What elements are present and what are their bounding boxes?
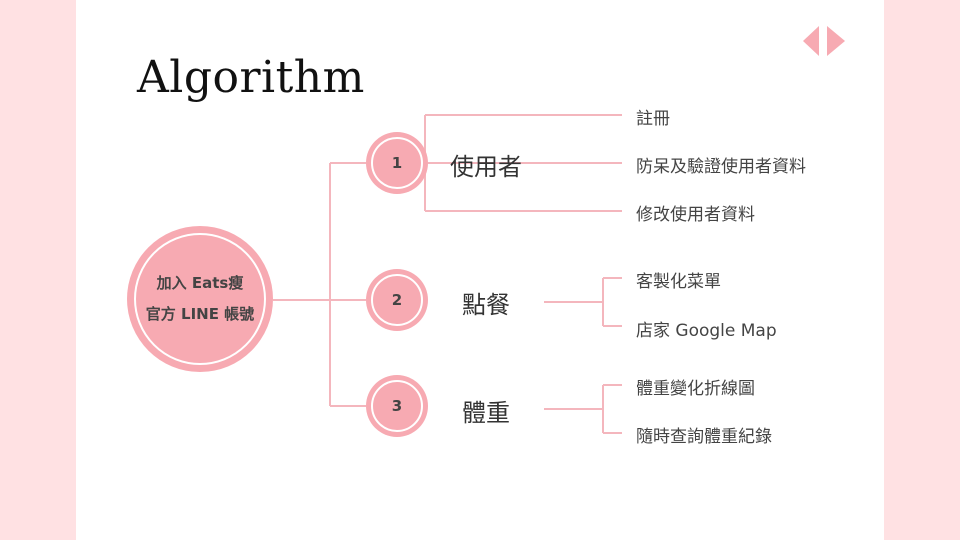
leaf-item: 修改使用者資料 (636, 205, 755, 225)
branch-2-number: 2 (391, 291, 403, 309)
branch-1-number: 1 (391, 154, 403, 172)
leaf-item: 客製化菜單 (636, 272, 721, 292)
branch-3-number-node: 3 (366, 375, 428, 437)
branch-2-label: 點餐 (462, 291, 510, 319)
branch-3-number: 3 (391, 397, 403, 415)
branch-1-number-node: 1 (366, 132, 428, 194)
leaf-item: 店家 Google Map (636, 321, 777, 341)
center-node: 加入 Eats瘦 官方 LINE 帳號 (127, 226, 273, 372)
leaf-item: 註冊 (636, 109, 670, 129)
leaf-item: 體重變化折線圖 (636, 379, 755, 399)
leaf-item: 隨時查詢體重紀錄 (636, 427, 772, 447)
leaf-item: 防呆及驗證使用者資料 (636, 157, 806, 177)
branch-1-label: 使用者 (450, 153, 522, 181)
branch-2-number-node: 2 (366, 269, 428, 331)
branch-3-label: 體重 (462, 399, 510, 427)
center-node-ring: 加入 Eats瘦 官方 LINE 帳號 (134, 233, 266, 365)
left-right-triangle-icon[interactable] (803, 24, 845, 62)
center-text-line1: 加入 Eats瘦 (156, 274, 244, 292)
center-text-line2: 官方 LINE 帳號 (145, 305, 255, 323)
slide-title: Algorithm (137, 52, 365, 103)
